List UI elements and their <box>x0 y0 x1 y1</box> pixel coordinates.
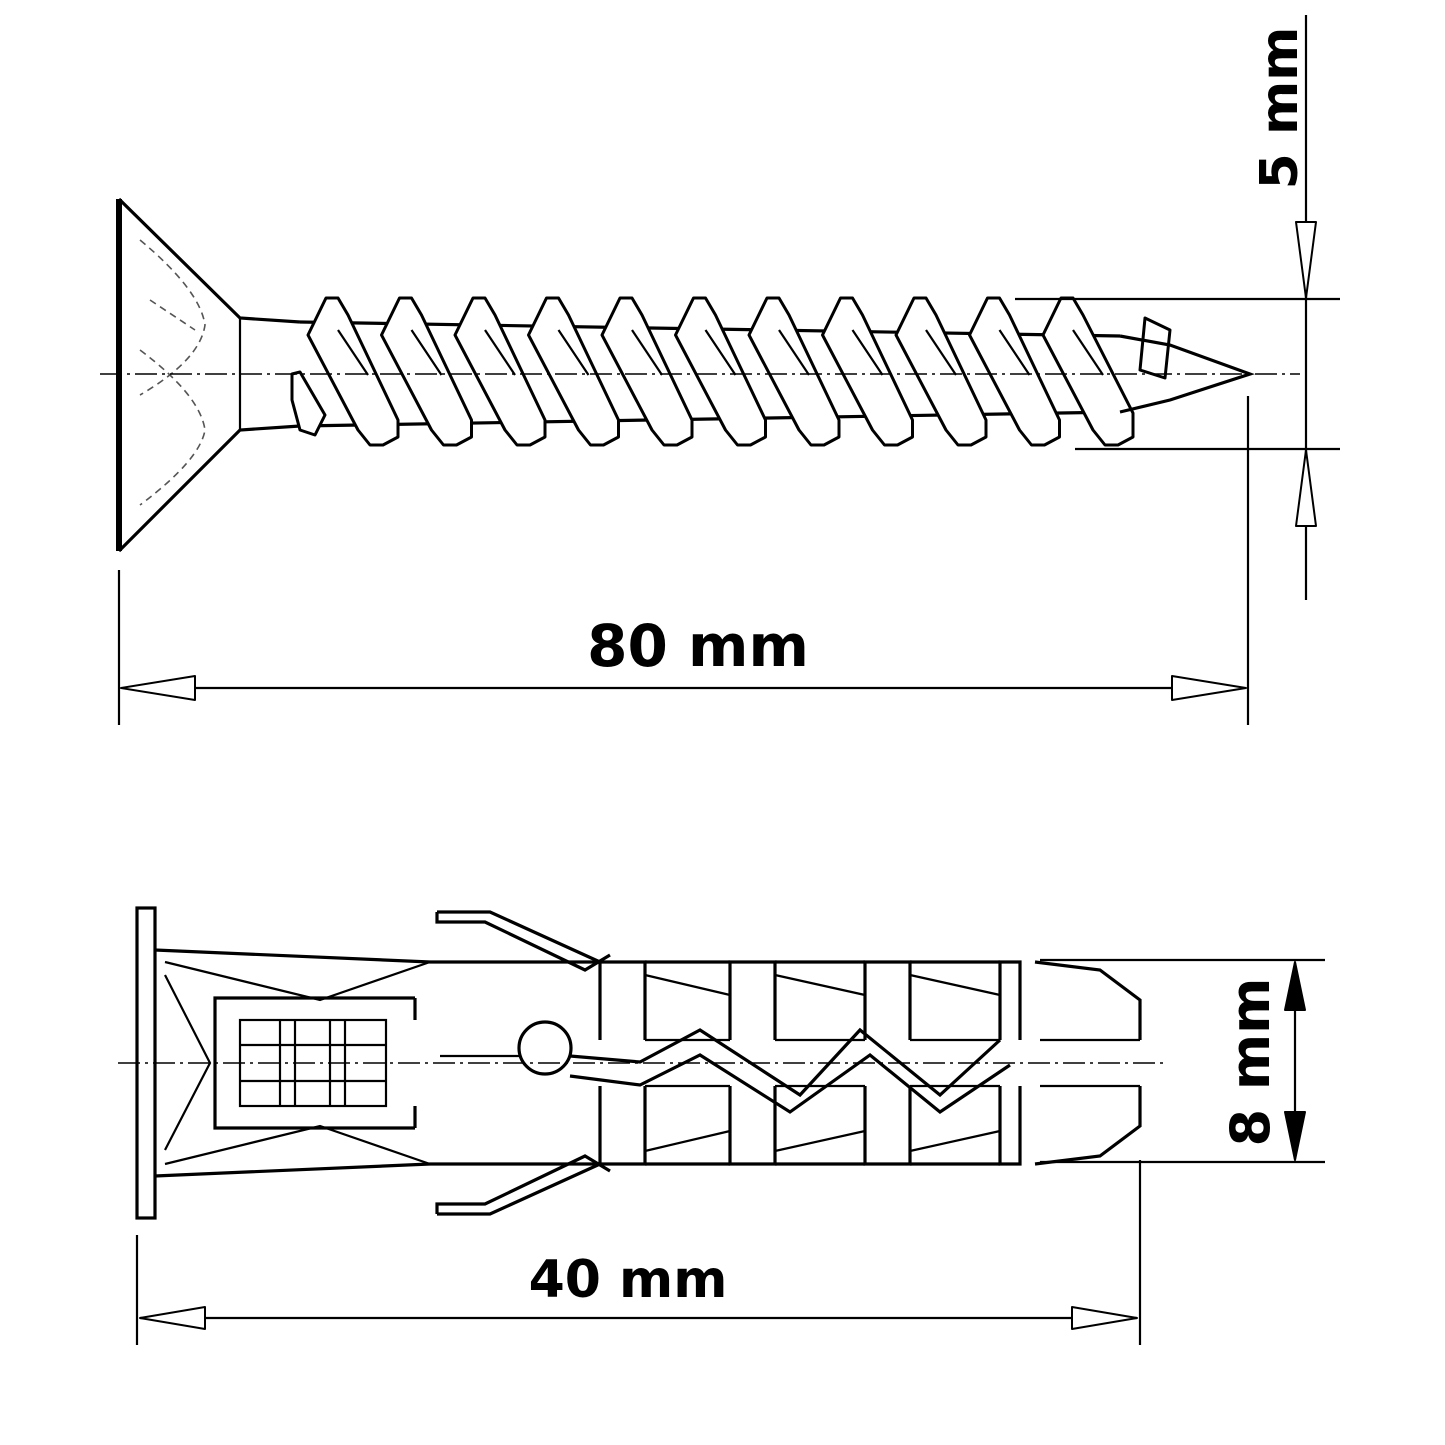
screw-thread-back <box>1072 329 1104 376</box>
screw-thread <box>453 296 547 447</box>
screw-threads <box>290 296 1135 447</box>
screw-thread <box>821 296 914 447</box>
screw-thread <box>894 296 988 447</box>
anchor-rib <box>998 1086 1022 1166</box>
screw-thread <box>1041 296 1135 447</box>
anchor-wings <box>435 910 611 1216</box>
anchor-rib <box>644 1129 731 1153</box>
screw-thread <box>290 370 327 437</box>
anchor-diameter-dimension: 8 mm <box>1040 958 1325 1164</box>
anchor-rib <box>774 973 866 997</box>
screw-thread-back <box>778 329 810 376</box>
anchor-rib <box>598 1086 647 1166</box>
screw-thread-back <box>851 329 884 376</box>
anchor-rib <box>598 960 647 1040</box>
screw-thread <box>380 296 473 447</box>
anchor-rib <box>998 960 1022 1040</box>
anchor-slot <box>440 1020 1011 1114</box>
screw-tip <box>1119 316 1255 414</box>
anchor-diameter-label: 8 mm <box>1219 978 1282 1147</box>
screw-diameter-dimension: 5 mm <box>1015 15 1340 600</box>
screw-thread-back <box>631 329 663 376</box>
screw-thread-back <box>410 329 443 376</box>
anchor-rib <box>909 973 1001 997</box>
anchor-rib <box>909 1129 1001 1153</box>
anchor-rib <box>863 1086 912 1166</box>
screw-thread <box>968 296 1061 447</box>
screw <box>100 197 1300 553</box>
screw-length-label: 80 mm <box>587 612 809 680</box>
screw-thread <box>674 296 767 447</box>
screw-thread-back <box>337 329 369 376</box>
screw-thread-back <box>925 329 957 376</box>
anchor-ribs <box>598 960 1022 1166</box>
screw-thread <box>747 296 841 447</box>
anchor-length-dimension: 40 mm <box>135 1160 1142 1345</box>
screw-diameter-label: 5 mm <box>1250 27 1310 190</box>
screw-head <box>116 197 301 553</box>
anchor-rib <box>728 1086 777 1166</box>
anchor-rib <box>863 960 912 1040</box>
screw-thread-back <box>557 329 590 376</box>
screw-thread <box>600 296 694 447</box>
screw-thread-back <box>484 329 516 376</box>
wall-anchor <box>118 906 1165 1220</box>
screw-thread-back <box>998 329 1031 376</box>
anchor-rib <box>728 960 777 1040</box>
screw-length-dimension: 80 mm <box>117 396 1250 725</box>
screw-thread-back <box>704 329 737 376</box>
screw-thread <box>306 296 400 447</box>
anchor-length-label: 40 mm <box>529 1250 728 1310</box>
anchor-rib <box>774 1129 866 1153</box>
anchor-rib <box>644 973 731 997</box>
screw-thread <box>527 296 620 447</box>
anchor-tip <box>1034 960 1142 1166</box>
